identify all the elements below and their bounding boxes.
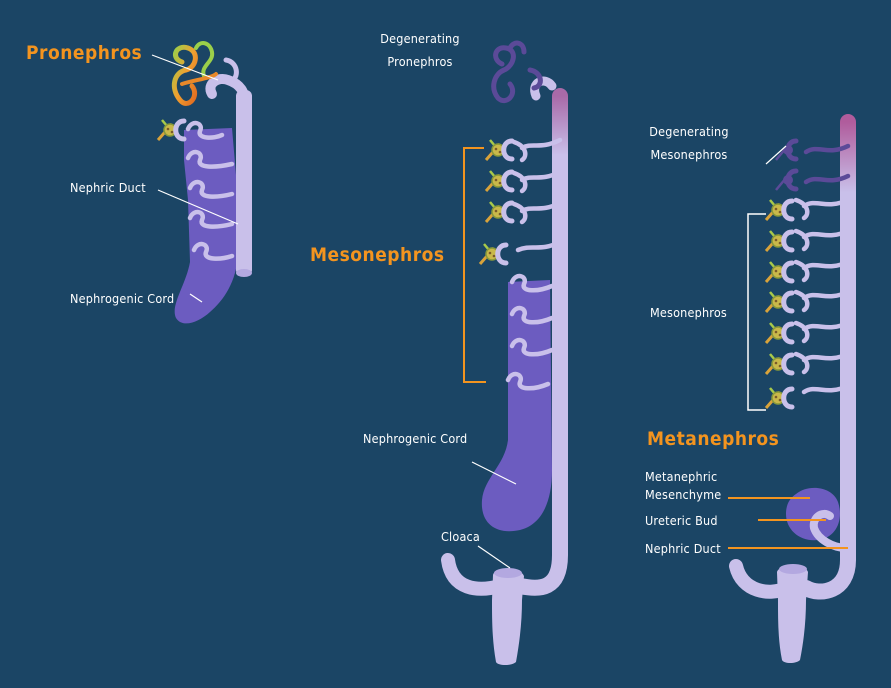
metanephric-line2: Mesenchyme [645, 487, 722, 502]
ureteric-bud-label: Ureteric Bud [645, 513, 718, 528]
degenerating-pronephros [491, 40, 527, 104]
degenerating-mesonephros-line2: Mesonephros [650, 147, 728, 162]
nephrogenic-cord-2 [481, 280, 552, 532]
ureteric-bud [809, 509, 850, 552]
nephric-duct-2 [512, 88, 568, 596]
mesonephros-panel [441, 40, 568, 665]
degenerating-pronephros-label: Degenerating Pronephros [372, 31, 468, 69]
nephrogenic-cord-label-1: Nephrogenic Cord [70, 291, 175, 306]
degenerating-pronephros-line1: Degenerating [380, 31, 460, 46]
pronephros-tubules [185, 120, 235, 261]
metanephric-line1: Metanephric [645, 469, 718, 484]
cloaca-3 [777, 565, 808, 663]
metanephros-panel [728, 114, 856, 663]
degenerating-mesonephros [776, 141, 851, 190]
metanephric-mesenchyme-label: Metanephric Mesenchyme [645, 469, 721, 502]
nephric-duct-label-3: Nephric Duct [645, 541, 721, 556]
nephric-duct-label-1: Nephric Duct [70, 180, 146, 195]
metanephric-mesenchyme [786, 487, 840, 541]
cloaca-left-arm [441, 553, 507, 596]
mesonephric-tubules-3 [766, 200, 851, 408]
pronephros-title: Pronephros [26, 42, 143, 64]
pronephros-coil [171, 41, 218, 106]
degenerating-mesonephros-line1: Degenerating [649, 124, 729, 139]
metanephros-title: Metanephros [647, 428, 780, 450]
mesonephros-label-3: Mesonephros [650, 305, 727, 320]
cloaca [492, 568, 524, 665]
degenerating-pronephros-line2: Pronephros [387, 54, 453, 69]
cloaca-label: Cloaca [441, 529, 481, 544]
mesonephros-bracket-3 [747, 213, 766, 411]
nephric-duct-3 [798, 114, 856, 600]
mesonephros-title: Mesonephros [310, 244, 445, 266]
degenerating-mesonephros-label: Degenerating Mesonephros [641, 124, 737, 162]
nephrogenic-cord-label-2: Nephrogenic Cord [363, 431, 468, 446]
mesonephric-tubules-2 [480, 140, 563, 264]
mesonephros-bracket-2 [463, 147, 486, 383]
nephric-duct-1 [236, 90, 252, 276]
pronephros-panel [151, 41, 252, 324]
